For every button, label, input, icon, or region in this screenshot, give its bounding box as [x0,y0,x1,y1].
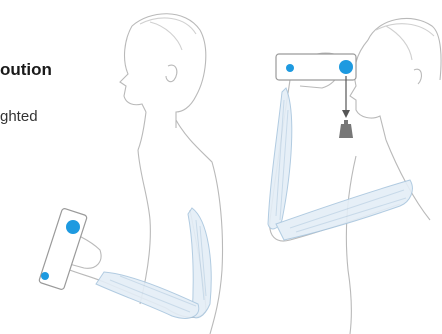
right-torso [346,140,430,334]
right-hair [376,24,434,60]
left-hair [140,18,196,50]
right-device [276,54,356,80]
left-device-dot-small [41,272,49,280]
left-ear [166,65,177,82]
left-device-dot-large [66,220,80,234]
right-arm-muscles [268,88,412,240]
right-head-outline [350,18,441,140]
right-device-dot-left [286,64,294,72]
weight-indicator [339,76,353,138]
right-device-dot-right [339,60,353,74]
left-device [39,208,88,290]
right-ear [414,69,421,84]
left-arm-muscles [96,208,211,318]
left-head-outline [120,14,206,128]
weight-icon [339,124,353,138]
